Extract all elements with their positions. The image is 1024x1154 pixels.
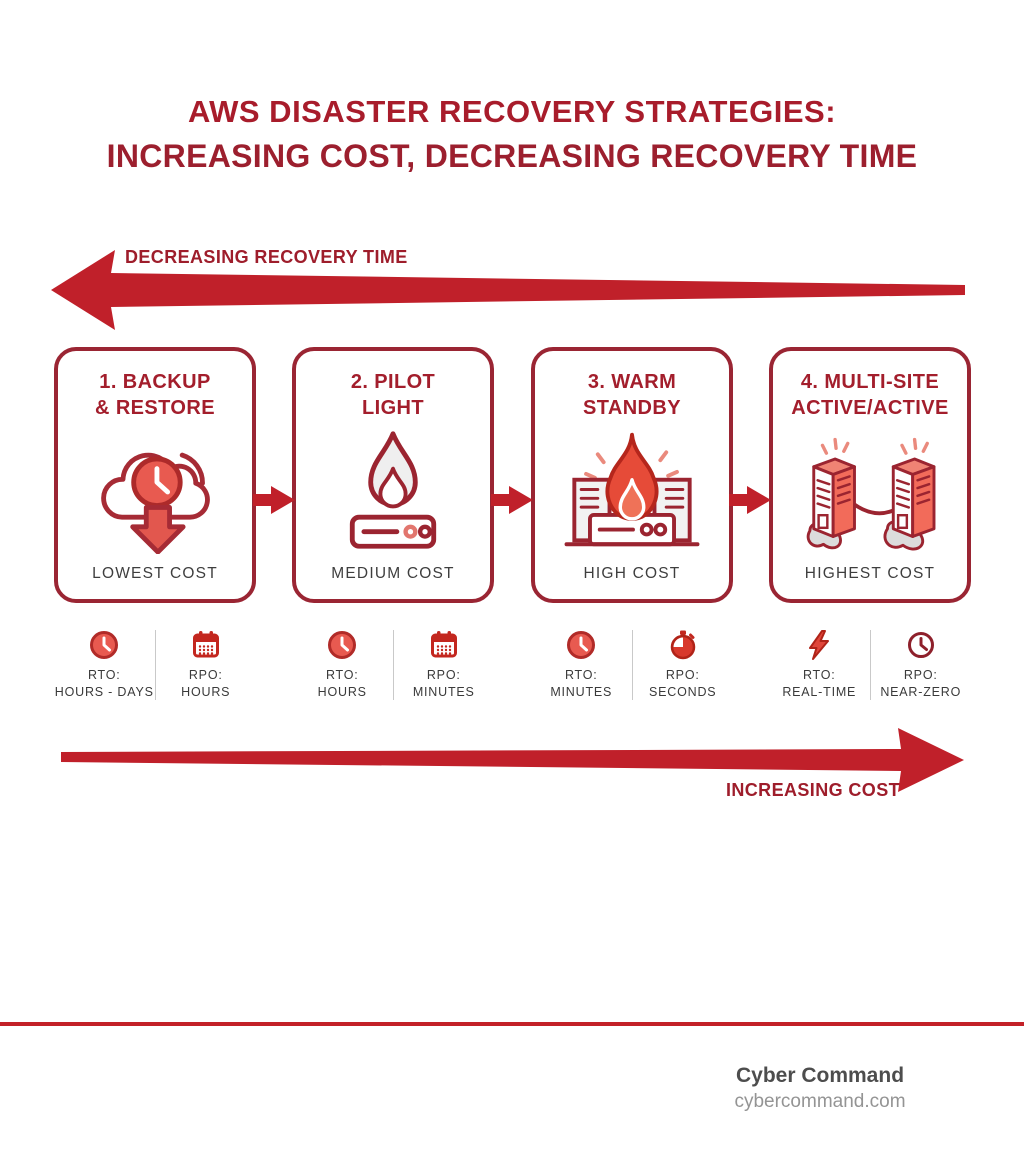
- rpo-metric: RPO: SECONDS: [633, 628, 734, 706]
- clock-filled-icon: [88, 628, 120, 662]
- connector-arrow-right-icon: [491, 486, 533, 514]
- increasing-cost-arrow: [61, 728, 964, 792]
- cost-label: HIGH COST: [583, 565, 681, 582]
- metrics-pilot-light: RTO: HOURS RPO:: [292, 628, 494, 706]
- strategy-card-backup-restore: 1. BACKUP & RESTORE LOWEST COST: [54, 347, 256, 603]
- metrics-warm-standby: RTO: MINUTES RPO: SECONDS: [531, 628, 733, 706]
- warm-standby-icon: [535, 425, 729, 555]
- cloud-backup-icon: [58, 425, 252, 555]
- rpo-metric: RPO: NEAR-ZERO: [871, 628, 972, 706]
- decreasing-recovery-time-arrow: [51, 250, 965, 330]
- bottom-arrow-label: INCREASING COST: [725, 780, 900, 800]
- connector-arrow-right-icon: [729, 486, 771, 514]
- metric-divider: [869, 630, 871, 700]
- card-title: 4. MULTI-SITE ACTIVE/ACTIVE: [791, 371, 949, 419]
- metric-divider: [154, 630, 156, 700]
- rpo-label: RPO: NEAR-ZERO: [880, 668, 962, 699]
- brand-website: cybercommand.com: [734, 1091, 906, 1112]
- rpo-metric: RPO: MINUTES: [394, 628, 495, 706]
- rto-label: RTO: REAL-TIME: [782, 668, 857, 699]
- rto-label: RTO: HOURS - DAYS: [54, 668, 154, 699]
- pilot-light-icon: [296, 425, 490, 555]
- metric-divider: [392, 630, 394, 700]
- rto-label: RTO: HOURS: [317, 668, 367, 699]
- strategy-card-multi-site: 4. MULTI-SITE ACTIVE/ACTIVE: [769, 347, 971, 603]
- rto-metric: RTO: HOURS: [292, 628, 393, 706]
- strategy-card-warm-standby: 3. WARM STANDBY: [531, 347, 733, 603]
- card-title: 1. BACKUP & RESTORE: [95, 371, 215, 419]
- rto-metric: RTO: REAL-TIME: [769, 628, 870, 706]
- rpo-label: RPO: SECONDS: [649, 668, 717, 699]
- page-title-line1: AWS DISASTER RECOVERY STRATEGIES:: [187, 94, 837, 129]
- rto-metric: RTO: MINUTES: [531, 628, 632, 706]
- card-title: 3. WARM STANDBY: [583, 371, 681, 419]
- connector-arrow-right-icon: [253, 486, 295, 514]
- calendar-icon: [428, 628, 460, 662]
- rpo-metric: RPO: HOURS: [156, 628, 257, 706]
- page-title-line2: INCREASING COST, DECREASING RECOVERY TIM…: [106, 138, 918, 174]
- stopwatch-icon: [667, 628, 699, 662]
- metrics-multi-site: RTO: REAL-TIME RPO: NEAR-ZERO: [769, 628, 971, 706]
- clock-outline-icon: [905, 628, 937, 662]
- brand-name: Cyber Command: [735, 1064, 905, 1087]
- cost-label: MEDIUM COST: [331, 565, 455, 582]
- footer-divider-line: [0, 1022, 1024, 1026]
- rpo-label: RPO: MINUTES: [412, 668, 475, 699]
- top-arrow-label: DECREASING RECOVERY TIME: [125, 247, 408, 267]
- rto-label: RTO: MINUTES: [550, 668, 613, 699]
- multi-site-icon: [773, 425, 967, 555]
- rto-metric: RTO: HOURS - DAYS: [54, 628, 155, 706]
- lightning-icon: [803, 628, 835, 662]
- rpo-label: RPO: HOURS: [181, 668, 231, 699]
- calendar-icon: [190, 628, 222, 662]
- clock-filled-icon: [565, 628, 597, 662]
- clock-filled-icon: [326, 628, 358, 662]
- cost-label: HIGHEST COST: [804, 565, 936, 582]
- card-title: 2. PILOT LIGHT: [350, 371, 436, 419]
- metric-divider: [631, 630, 633, 700]
- cost-label: LOWEST COST: [92, 565, 218, 582]
- strategy-card-pilot-light: 2. PILOT LIGHT MEDIUM COST: [292, 347, 494, 603]
- footer: Cyber Command cybercommand.com: [610, 1064, 1024, 1113]
- metrics-backup-restore: RTO: HOURS - DAYS: [54, 628, 256, 706]
